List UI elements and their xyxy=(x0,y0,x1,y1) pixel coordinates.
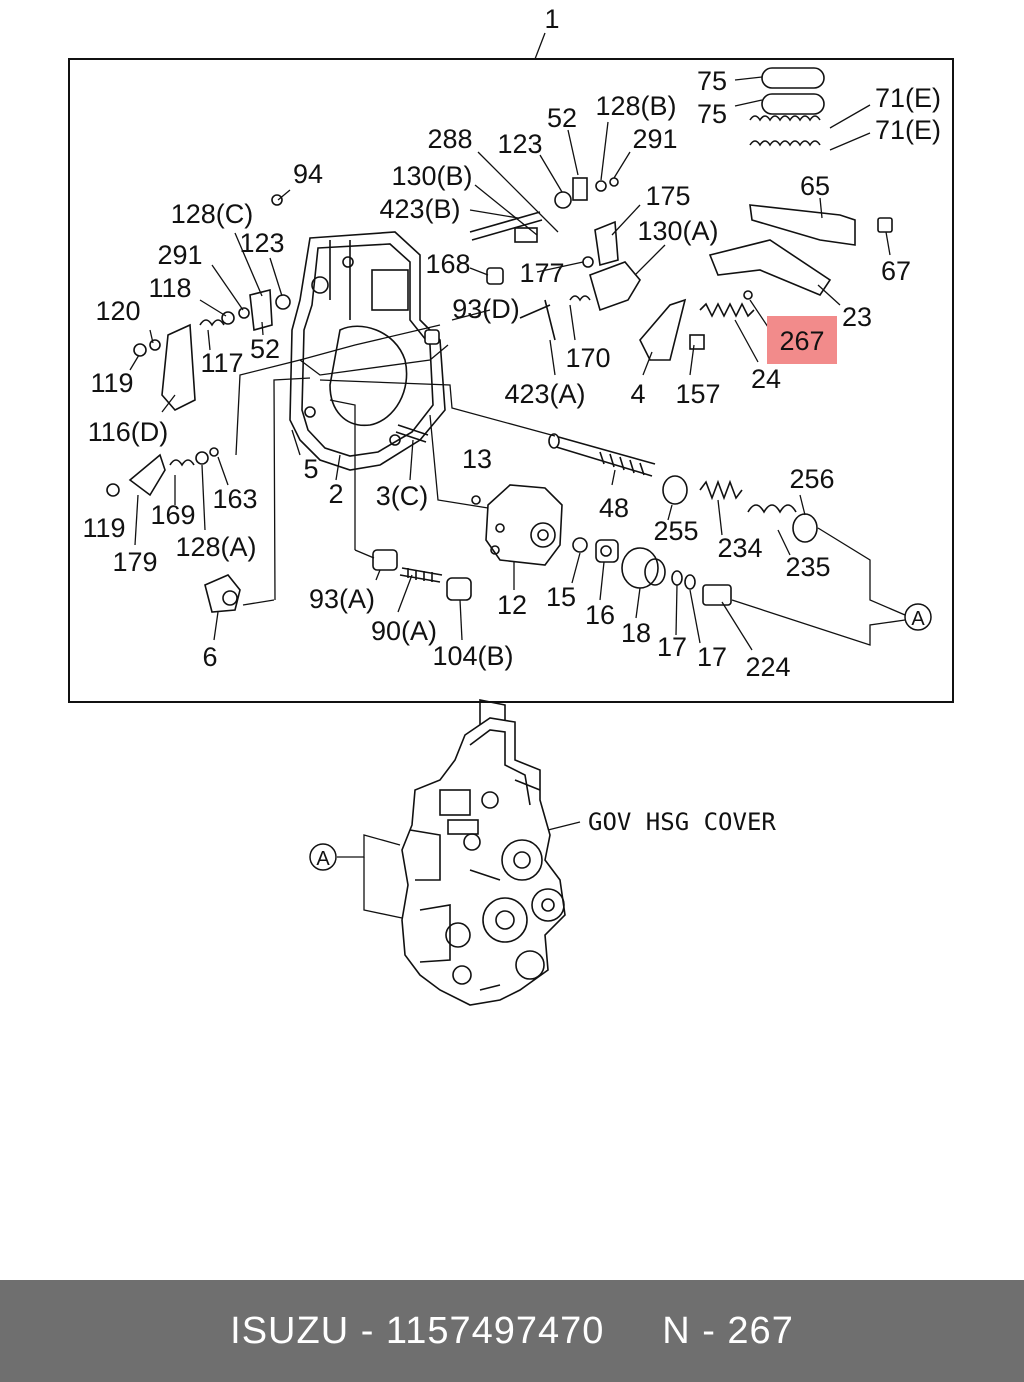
callout: 18 xyxy=(621,618,651,648)
callout: 4 xyxy=(630,379,645,409)
callout: 118 xyxy=(148,273,191,303)
callout: 2 xyxy=(328,479,343,509)
callout: 117 xyxy=(200,348,243,378)
callout: 168 xyxy=(425,249,470,279)
small-parts xyxy=(106,67,893,613)
callout: 13 xyxy=(462,444,492,474)
callout: 170 xyxy=(565,343,610,373)
callout: 256 xyxy=(789,464,834,494)
callout: 52 xyxy=(250,334,280,364)
callout: 17 xyxy=(697,642,727,672)
callout: A xyxy=(316,848,330,870)
callout: 16 xyxy=(585,600,615,630)
callout: 15 xyxy=(546,582,576,612)
callout: 71(E) xyxy=(875,115,941,145)
callout: 119 xyxy=(90,368,133,398)
highlight-267-label: 267 xyxy=(779,326,824,356)
callout: 128(B) xyxy=(595,91,676,121)
callout: 48 xyxy=(599,493,629,523)
callout: 116(D) xyxy=(88,417,169,447)
callout: 291 xyxy=(632,124,677,154)
footer-bar: ISUZU - 1157497470 N - 267 xyxy=(0,1280,1024,1382)
callout: 94 xyxy=(293,159,323,189)
callout: 169 xyxy=(150,500,195,530)
callout: 288 xyxy=(427,124,472,154)
callout: 3(C) xyxy=(376,481,429,511)
callout: 291 xyxy=(157,240,202,270)
callout: 90(A) xyxy=(371,616,437,646)
callout: 75 xyxy=(697,99,727,129)
callout: 130(A) xyxy=(637,216,718,246)
callout: 175 xyxy=(645,181,690,211)
callout: 123 xyxy=(239,228,284,258)
callout: 224 xyxy=(745,652,790,682)
callout: 234 xyxy=(717,533,762,563)
callout: 67 xyxy=(881,256,911,286)
callout: 17 xyxy=(657,632,687,662)
callout: 120 xyxy=(95,296,140,326)
callout: 128(A) xyxy=(175,532,256,562)
callout: 24 xyxy=(751,364,781,394)
governor-housing xyxy=(289,231,446,471)
callout: 23 xyxy=(842,302,872,332)
flyweight-holder-12 xyxy=(485,484,563,566)
shaft-48 xyxy=(548,433,656,477)
callout: 130(B) xyxy=(391,161,472,191)
callout: 423(B) xyxy=(379,194,460,224)
callout: 104(B) xyxy=(432,641,513,671)
callout: 235 xyxy=(785,552,830,582)
callout: 6 xyxy=(202,642,217,672)
callout: 157 xyxy=(675,379,720,409)
callout: A xyxy=(911,608,925,630)
callout: 65 xyxy=(800,171,830,201)
callout: 128(C) xyxy=(171,199,254,229)
reference-marker-a-lower: A xyxy=(309,843,337,871)
diagram-frame xyxy=(68,58,954,703)
callout: 423(A) xyxy=(504,379,585,409)
callout: 12 xyxy=(497,590,527,620)
callout: 1 xyxy=(544,4,559,34)
callout: 255 xyxy=(653,516,698,546)
callout: 93(D) xyxy=(452,294,520,324)
callout-labels: 1 75 75 71(E) 71(E) 52 128(B) 123 291 28… xyxy=(82,4,941,682)
callout: 75 xyxy=(697,66,727,96)
exploded-parts-diagram: 267 1 75 75 71(E) 71(E) 52 128(B) 123 29… xyxy=(68,4,954,1006)
callout: 119 xyxy=(82,513,125,543)
callout: 163 xyxy=(212,484,257,514)
part-number-caption: ISUZU - 1157497470 N - 267 xyxy=(230,1309,794,1352)
leader-lines xyxy=(129,76,906,651)
assembly-label: GOV HSG COVER xyxy=(588,808,776,836)
pump-assembly-view xyxy=(337,699,581,1006)
callout: 5 xyxy=(303,454,318,484)
callout: 93(A) xyxy=(309,584,375,614)
callout: 71(E) xyxy=(875,83,941,113)
callout: 177 xyxy=(519,258,564,288)
callout: 52 xyxy=(547,103,577,133)
callout: 179 xyxy=(112,547,157,577)
reference-marker-a: A xyxy=(904,603,932,631)
highlight-267-box xyxy=(767,316,837,364)
callout: 123 xyxy=(497,129,542,159)
